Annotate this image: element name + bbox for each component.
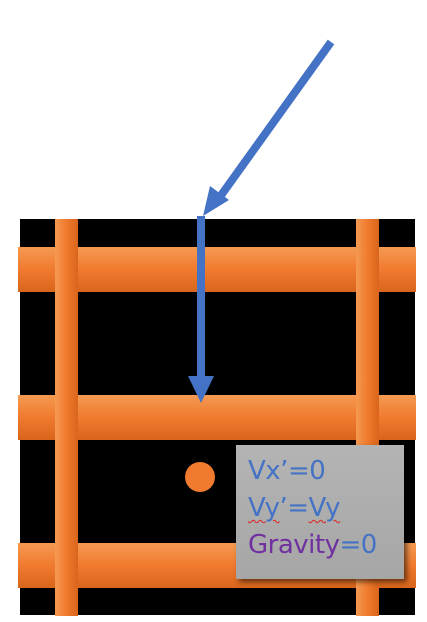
diagonal-arrow-head (203, 186, 229, 216)
vertical-bar-left (55, 219, 78, 616)
equation-vy-mid: ’= (279, 493, 309, 523)
equation-gravity: Gravity=0 (248, 527, 404, 564)
vertical-arrow-head (188, 376, 214, 403)
equation-vy-value: Vy (308, 493, 341, 523)
equation-vy: Vy’=Vy (248, 490, 404, 527)
equation-gravity-label: Gravity (248, 530, 340, 560)
equation-gravity-value: =0 (339, 530, 377, 560)
horizontal-bar-top (18, 247, 416, 292)
equation-vx-text: Vx’=0 (248, 456, 326, 486)
equation-vx: Vx’=0 (248, 453, 404, 490)
horizontal-bar-middle (18, 395, 416, 440)
equation-box: Vx’=0 Vy’=Vy Gravity=0 (236, 445, 404, 579)
diagonal-arrow-shaft (213, 39, 335, 204)
ball (185, 462, 215, 492)
equation-vy-var: Vy (248, 493, 280, 523)
